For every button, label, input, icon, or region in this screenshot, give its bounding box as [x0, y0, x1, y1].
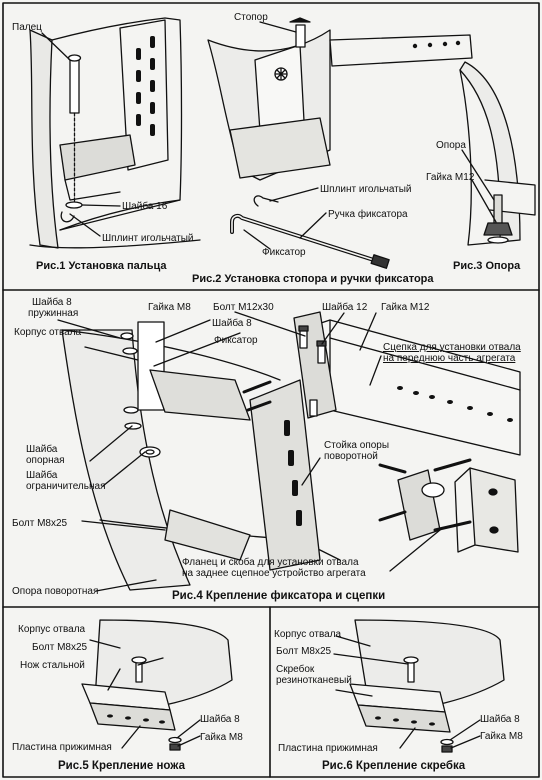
fig4-label-flange-line2: на заднее сцепное устройство агрегата	[182, 568, 366, 579]
fig4-label-limit-washer-line2: ограничительная	[26, 481, 106, 492]
fig5-label-steel-blade: Нож стальной	[20, 660, 85, 671]
fig4-label-support-washer-line1: Шайба	[26, 444, 58, 455]
fig5-label-pressure-plate: Пластина прижимная	[12, 742, 112, 753]
fig4-caption: Рис.4 Крепление фиксатора и сцепки	[172, 590, 386, 602]
fig4-label-washer12: Шайба 12	[322, 302, 368, 313]
fig4-label-rotating-support: Опора поворотная	[12, 586, 99, 597]
fig4-label-spring-washer-line2: пружинная	[28, 308, 79, 319]
fig1-label-washer16: Шайба 16	[122, 201, 168, 212]
fig2-stopper-handle-drawing	[207, 17, 473, 269]
fig4-label-hitch-line1: Сцепка для установки отвала	[383, 342, 521, 353]
fig2-label-cotter-pin: Шплинт игольчатый	[320, 184, 412, 195]
fig6-label-bolt: Болт М8x25	[276, 646, 332, 657]
fig1-caption: Рис.1 Установка пальца	[36, 260, 167, 272]
fig4-label-nut-m8: Гайка М8	[148, 302, 191, 313]
fig5-blade-mounting-drawing	[81, 619, 233, 751]
fig6-caption: Рис.6 Крепление скребка	[322, 760, 466, 772]
fig5-label-moldboard: Корпус отвала	[18, 624, 86, 635]
fig5-label-bolt: Болт М8x25	[32, 642, 88, 653]
fig5-caption: Рис.5 Крепление ножа	[58, 760, 185, 772]
fig3-label-support: Опора	[436, 140, 466, 151]
fig2-label-fixator: Фиксатор	[262, 247, 306, 258]
fig4-label-nut-m12: Гайка М12	[381, 302, 430, 313]
fig3-caption: Рис.3 Опора	[453, 260, 521, 272]
fig5-label-washer8: Шайба 8	[200, 714, 240, 725]
fig4-label-hitch-line2: на переднюю часть агрегата	[383, 353, 516, 364]
fig4-label-moldboard: Корпус отвала	[14, 327, 82, 338]
fig6-label-washer8: Шайба 8	[480, 714, 520, 725]
fig6-label-moldboard: Корпус отвала	[274, 629, 342, 640]
fig3-support-drawing	[459, 61, 536, 246]
fig4-label-washer8: Шайба 8	[212, 318, 252, 329]
fig4-label-stand-line2: поворотной	[324, 451, 378, 462]
fig2-label-stopper: Стопор	[234, 12, 268, 23]
fig2-label-handle: Ручка фиксатора	[328, 209, 408, 220]
fig6-label-nut-m8: Гайка М8	[480, 731, 523, 742]
fig4-label-bolt-m12x30: Болт М12x30	[213, 302, 274, 313]
fig1-label-finger: Палец	[12, 22, 42, 33]
fig2-caption: Рис.2 Установка стопора и ручки фиксатор…	[192, 273, 434, 285]
fig5-label-nut-m8: Гайка М8	[200, 732, 243, 743]
fig4-label-bolt-m8x25: Болт М8x25	[12, 518, 68, 529]
fig4-label-limit-washer-line1: Шайба	[26, 470, 58, 481]
fig1-finger-installation-drawing	[29, 17, 201, 249]
fig6-label-pressure-plate: Пластина прижимная	[278, 743, 378, 754]
fig4-fixator-hitch-drawing	[57, 311, 521, 592]
fig6-label-scraper-line2: резинотканевый	[276, 675, 352, 686]
fig4-label-support-washer-line2: опорная	[26, 455, 65, 466]
fig1-label-cotter-pin: Шплинт игольчатый	[102, 233, 194, 244]
fig4-label-stand-line1: Стойка опоры	[324, 440, 390, 451]
fig3-label-nut-m12: Гайка М12	[426, 172, 475, 183]
fig6-label-scraper-line1: Скребок	[276, 664, 315, 675]
fig4-label-flange-line1: Фланец и скоба для установки отвала	[182, 557, 359, 568]
fig6-scraper-mounting-drawing	[333, 619, 505, 753]
fig4-label-fixator: Фиксатор	[214, 335, 258, 346]
fig4-label-spring-washer-line1: Шайба 8	[32, 297, 72, 308]
